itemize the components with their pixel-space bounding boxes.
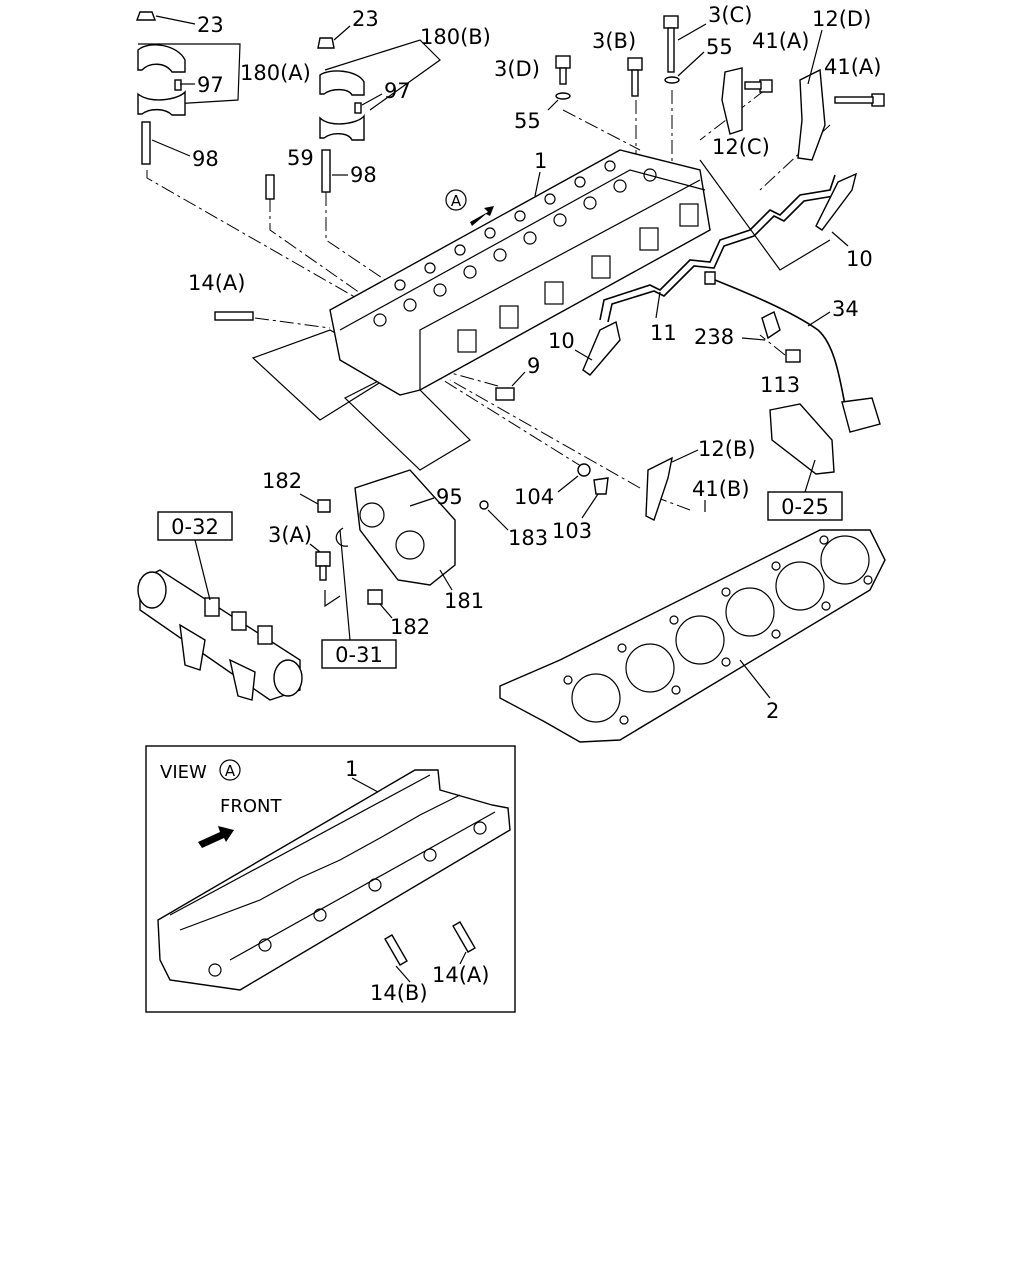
callout-34: 34 (832, 297, 859, 321)
ref-box-0-32 (157, 511, 233, 541)
small-parts (214, 311, 609, 510)
callout-23-a: 23 (197, 13, 224, 37)
ref-0-32: 0-32 (171, 515, 219, 539)
callout-59: 59 (287, 146, 314, 170)
callout-10-b: 10 (548, 329, 575, 353)
callout-104: 104 (514, 485, 554, 509)
callout-9: 9 (527, 354, 540, 378)
callout-180b: 180(B) (420, 25, 491, 49)
view-a-callout-1: 1 (345, 757, 358, 781)
callout-3c: 3(C) (708, 3, 752, 27)
view-a-letter: A (451, 192, 462, 210)
callout-12c: 12(C) (712, 135, 770, 159)
callout-95: 95 (436, 485, 463, 509)
view-a-front-label: FRONT (220, 796, 282, 817)
view-a-callout-14b: 14(B) (370, 981, 428, 1005)
valve-port-pattern (373, 160, 699, 353)
fuel-rail (137, 569, 303, 701)
callout-1: 1 (534, 149, 547, 173)
view-a-callout-14a: 14(A) (432, 963, 489, 987)
callout-180a: 180(A) (240, 61, 311, 85)
ref-box-0-31 (321, 639, 397, 669)
callout-14a: 14(A) (188, 271, 245, 295)
callout-41a-1: 41(A) (752, 29, 809, 53)
callout-98-b: 98 (350, 163, 377, 187)
view-direction-arrow-icon (470, 206, 494, 226)
callout-182-a: 182 (262, 469, 302, 493)
front-arrow-icon (198, 826, 234, 848)
callout-23-b: 23 (352, 7, 379, 31)
callout-3d: 3(D) (494, 57, 540, 81)
front-cover (315, 469, 456, 608)
cylinder-head (329, 149, 711, 396)
callout-10-a: 10 (846, 247, 873, 271)
ref-box-0-25 (767, 491, 843, 521)
callout-113: 113 (760, 373, 800, 397)
callout-183: 183 (508, 526, 548, 550)
brackets (645, 67, 826, 521)
ref-0-25: 0-25 (781, 495, 829, 519)
sensor-wire (704, 271, 881, 475)
callout-97-a: 97 (197, 73, 224, 97)
callout-97-b: 97 (384, 79, 411, 103)
callout-11: 11 (650, 321, 677, 345)
view-a-inset: VIEW A FRONT 1 14(B) 14(A) (145, 745, 516, 1013)
callout-181: 181 (444, 589, 484, 613)
cam-cap-group-a (135, 11, 186, 165)
view-a-title: VIEW (160, 762, 207, 783)
inset-cylinder-head (157, 769, 511, 991)
callout-3b: 3(B) (592, 29, 636, 53)
callout-2: 2 (766, 699, 779, 723)
callout-labels: 23 23 180(B) 180(A) 97 97 98 59 98 3(D) … (151, 3, 881, 723)
callout-182-b: 182 (390, 615, 430, 639)
callout-98-a: 98 (192, 147, 219, 171)
view-a-title-marker: A (225, 762, 236, 780)
head-gasket (499, 529, 886, 743)
view-a-marker: A (445, 189, 494, 226)
ref-0-31: 0-31 (335, 643, 383, 667)
callout-55-a: 55 (706, 35, 733, 59)
callout-55-b: 55 (514, 109, 541, 133)
callout-12b: 12(B) (698, 437, 756, 461)
reference-boxes: 0-32 0-31 0-25 (157, 459, 843, 669)
callout-3a: 3(A) (268, 523, 312, 547)
bolts-top (555, 15, 885, 107)
cam-cap-group-b (265, 37, 365, 200)
callout-103: 103 (552, 519, 592, 543)
glow-plug-harness (582, 172, 858, 376)
callout-12d: 12(D) (812, 7, 871, 31)
callout-41b: 41(B) (692, 477, 750, 501)
callout-41a-2: 41(A) (824, 55, 881, 79)
callout-238: 238 (694, 325, 734, 349)
gasket-bolt-holes (563, 535, 873, 725)
